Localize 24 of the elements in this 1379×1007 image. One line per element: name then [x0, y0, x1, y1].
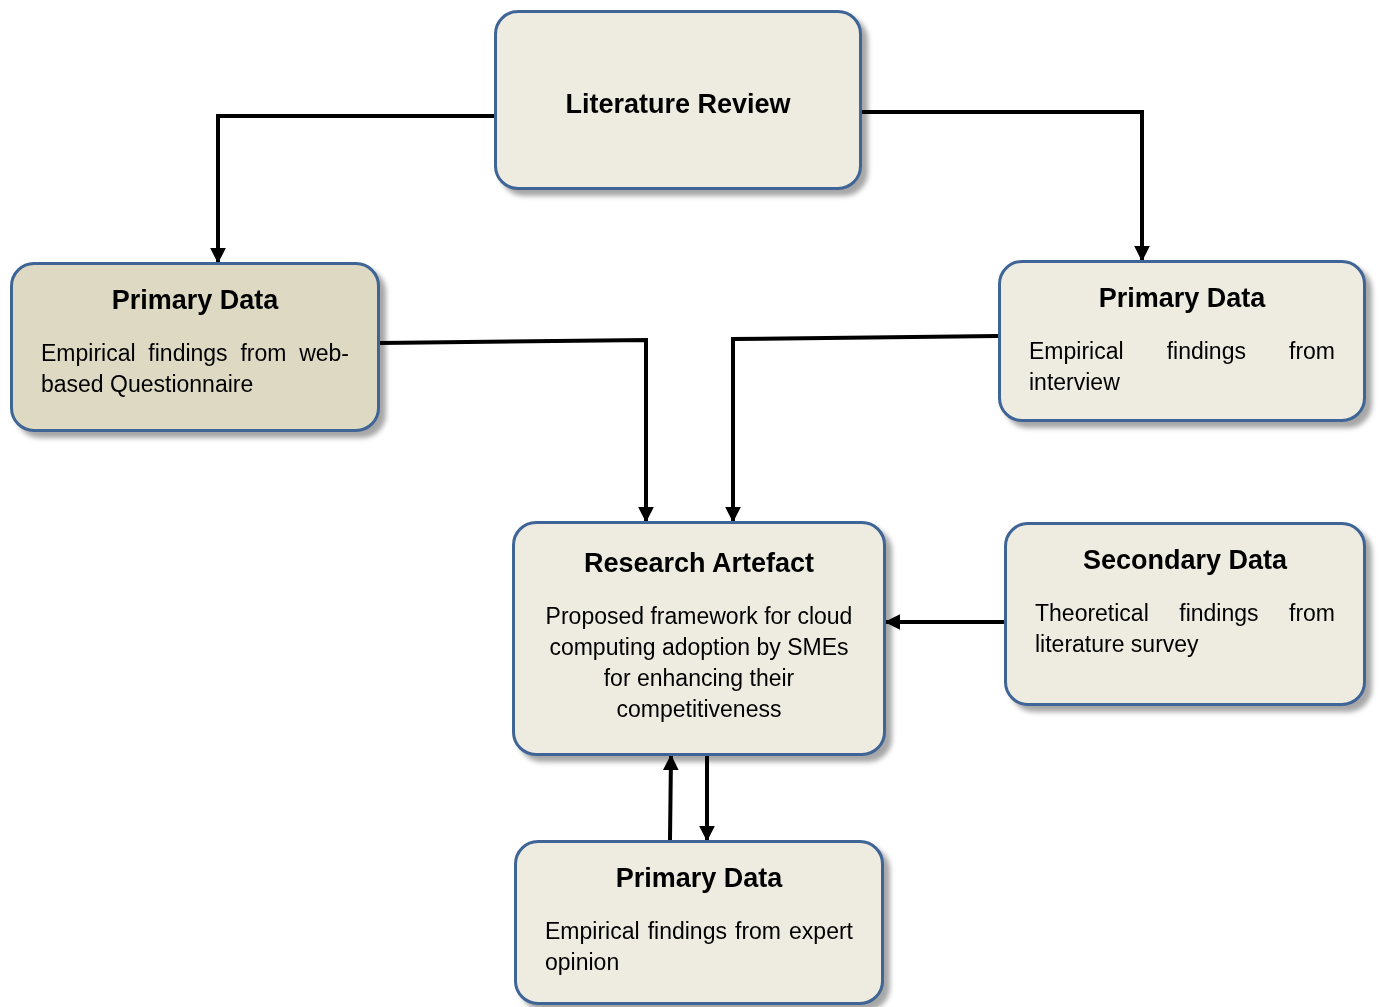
- arrow: [379, 337, 654, 523]
- arrow: [662, 754, 679, 841]
- box-description: Theoretical findings from literature survey: [1035, 599, 1335, 659]
- box-title: Primary Data: [1097, 283, 1267, 314]
- arrow: [210, 114, 494, 264]
- process-box: [512, 521, 886, 756]
- process-box: [514, 840, 884, 1005]
- box-title: Primary Data: [110, 285, 280, 316]
- arrow: [862, 110, 1150, 262]
- process-box: [998, 260, 1366, 422]
- box-title: Primary Data: [614, 863, 784, 894]
- box-description: Empirical findings from web-based Questionnaire: [41, 339, 349, 399]
- process-box: [494, 10, 862, 190]
- box-title: Secondary Data: [1081, 545, 1289, 576]
- box-title: Literature Review: [564, 89, 792, 120]
- box-description: Proposed framework for cloud computing adoption by SMEs for enhancing their competitiveness: [544, 602, 854, 724]
- arrow: [725, 334, 999, 523]
- process-box: [1004, 522, 1366, 706]
- box-title: Research Artefact: [582, 548, 816, 579]
- process-box: [10, 262, 380, 432]
- box-description: Empirical findings from interview: [1029, 337, 1335, 397]
- arrow: [699, 756, 715, 842]
- arrow: [884, 614, 1004, 630]
- box-description: Empirical findings from expert opinion: [545, 917, 853, 977]
